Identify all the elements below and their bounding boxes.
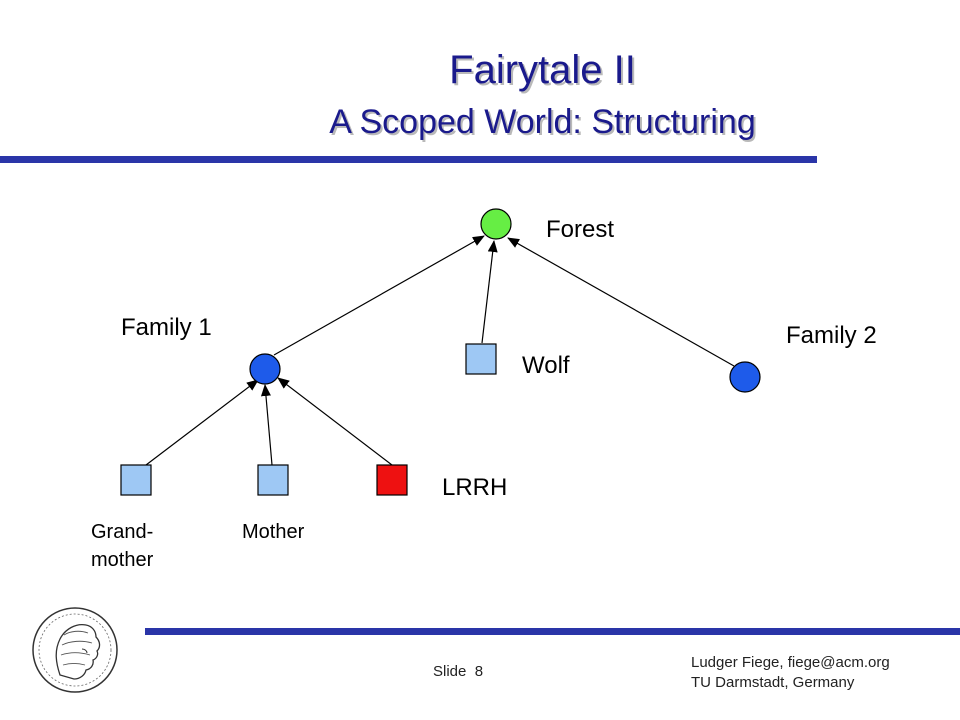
- author-contact: Ludger Fiege, fiege@acm.org: [691, 654, 890, 671]
- athena-head-seal-icon: [32, 607, 118, 693]
- mother-node: [257, 464, 289, 496]
- grandmother-label-line2: mother: [91, 549, 154, 571]
- grandmother-label: Grand- mother: [91, 518, 153, 574]
- slide-number: Slide 8: [433, 663, 483, 680]
- forest-node: [480, 208, 512, 240]
- grandmother-label-line1: Grand-: [91, 521, 154, 543]
- edge-family1-forest: [273, 235, 485, 356]
- slide-number-value: 8: [474, 663, 484, 680]
- mother-label: Mother: [242, 521, 305, 543]
- institution: TU Darmstadt, Germany: [691, 674, 855, 691]
- forest-label: Forest: [546, 216, 615, 243]
- wolf-label: Wolf: [522, 352, 570, 379]
- family2-label: Family 2: [786, 322, 877, 349]
- bottom-divider: [145, 628, 960, 635]
- edge-lrrh-family1: [277, 377, 393, 466]
- family2-node: [729, 361, 761, 393]
- family1-node: [249, 353, 281, 385]
- slide-label: Slide: [433, 663, 467, 680]
- edge-family2-forest: [507, 237, 735, 367]
- lrrh-label: LRRH: [442, 474, 508, 501]
- slide-title: Fairytale II: [449, 48, 636, 92]
- lrrh-node: [376, 464, 408, 496]
- edge-mother-family1: [260, 384, 273, 466]
- grandmother-node: [120, 464, 152, 496]
- slide-subtitle: A Scoped World: Structuring: [329, 103, 756, 141]
- edge-wolf-forest: [481, 240, 498, 344]
- family1-label: Family 1: [121, 314, 212, 341]
- top-divider: [0, 156, 817, 163]
- wolf-node: [465, 343, 497, 375]
- edge-grandmother-family1: [145, 379, 259, 466]
